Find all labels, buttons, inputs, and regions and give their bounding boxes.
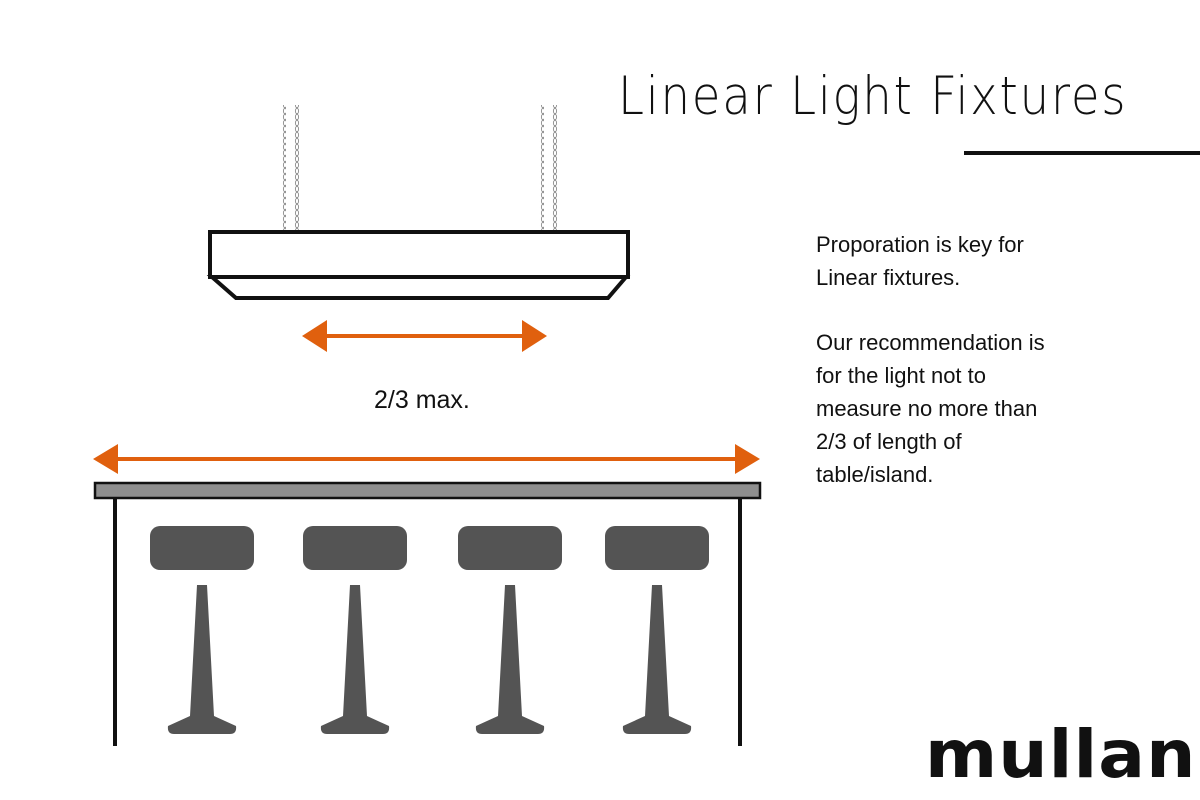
chain-left-1 (281, 105, 286, 231)
fixture-diffuser (206, 275, 631, 300)
table-length-arrow (93, 444, 760, 474)
title-underline (964, 151, 1200, 155)
island-countertop (93, 481, 762, 500)
stool-stem (320, 585, 390, 734)
chain-right-2 (552, 105, 557, 231)
fixture-length-arrow (302, 320, 547, 352)
stool-stem (475, 585, 545, 734)
dimension-label: 2/3 max. (374, 386, 470, 414)
stool-seat (605, 526, 709, 570)
bar-stool (150, 526, 254, 734)
bar-stool (303, 526, 407, 734)
bar-stools (150, 526, 709, 734)
suspension-chains (281, 105, 557, 231)
stool-seat (458, 526, 562, 570)
brand-logo: mullan (925, 716, 1197, 793)
stool-stem (622, 585, 692, 734)
kitchen-island (93, 481, 762, 746)
note-paragraph-2: Our recommendation is for the light not … (816, 330, 1045, 487)
stool-seat (303, 526, 407, 570)
recommendation-note: Proporation is key for Linear fixtures. … (816, 228, 1066, 523)
chain-left-2 (294, 105, 299, 231)
fixture-body (208, 230, 630, 279)
bar-stool (605, 526, 709, 734)
linear-light-fixture (206, 230, 631, 300)
bar-stool (458, 526, 562, 734)
stool-stem (167, 585, 237, 734)
chain-right-1 (539, 105, 544, 231)
note-paragraph-1: Proporation is key for Linear fixtures. (816, 232, 1024, 290)
page-title: Linear Light Fixtures (618, 66, 1128, 127)
stool-seat (150, 526, 254, 570)
